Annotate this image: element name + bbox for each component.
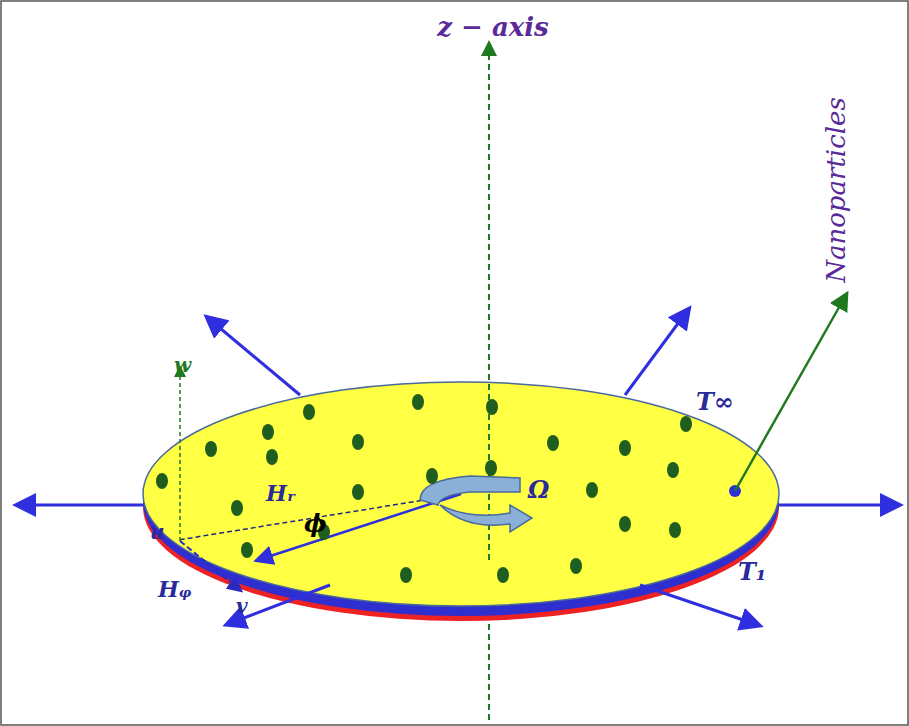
angle-label: ϕ: [304, 512, 327, 536]
nanoparticle-dot: [619, 516, 631, 532]
nanoparticle-dot: [586, 482, 598, 498]
nanoparticle-dot: [412, 394, 424, 410]
nanoparticle-dot: [241, 542, 253, 558]
nanoparticle-dot: [205, 441, 217, 457]
nanoparticle-dot: [619, 440, 631, 456]
nanoparticle-dot: [667, 462, 679, 478]
nanoparticle-dot: [570, 558, 582, 574]
nanoparticle-dot: [352, 484, 364, 500]
nanoparticle-dot: [426, 468, 438, 484]
field-label: Hᵣ: [266, 482, 296, 504]
particle-label: Nanoparticles: [823, 97, 849, 283]
nanoparticle-dot: [400, 567, 412, 583]
nanoparticle-dot: [156, 473, 168, 489]
temperature-label: T∞: [696, 390, 734, 414]
temperature-label: T₁: [738, 560, 766, 584]
nanoparticle-dot: [486, 399, 498, 415]
rotation-label: Ω: [528, 478, 549, 502]
nanoparticle-dot: [497, 567, 509, 583]
velocity-label: w: [174, 355, 191, 375]
nanoparticle-dot: [352, 434, 364, 450]
nanoparticle-dot: [485, 460, 497, 476]
nanoparticle-dot: [231, 500, 243, 516]
velocity-label: v: [236, 596, 248, 616]
axis-label: z − axis: [433, 14, 553, 40]
field-label: Hᵩ: [158, 578, 191, 600]
nanoparticle-dot: [669, 522, 681, 538]
nanoparticle-dot: [680, 416, 692, 432]
nanoparticle-dot: [266, 449, 278, 465]
nanoparticle-dot: [262, 424, 274, 440]
velocity-label: u: [150, 522, 165, 542]
nanoparticle-dot: [547, 435, 559, 451]
nanoparticle-dot: [303, 404, 315, 420]
